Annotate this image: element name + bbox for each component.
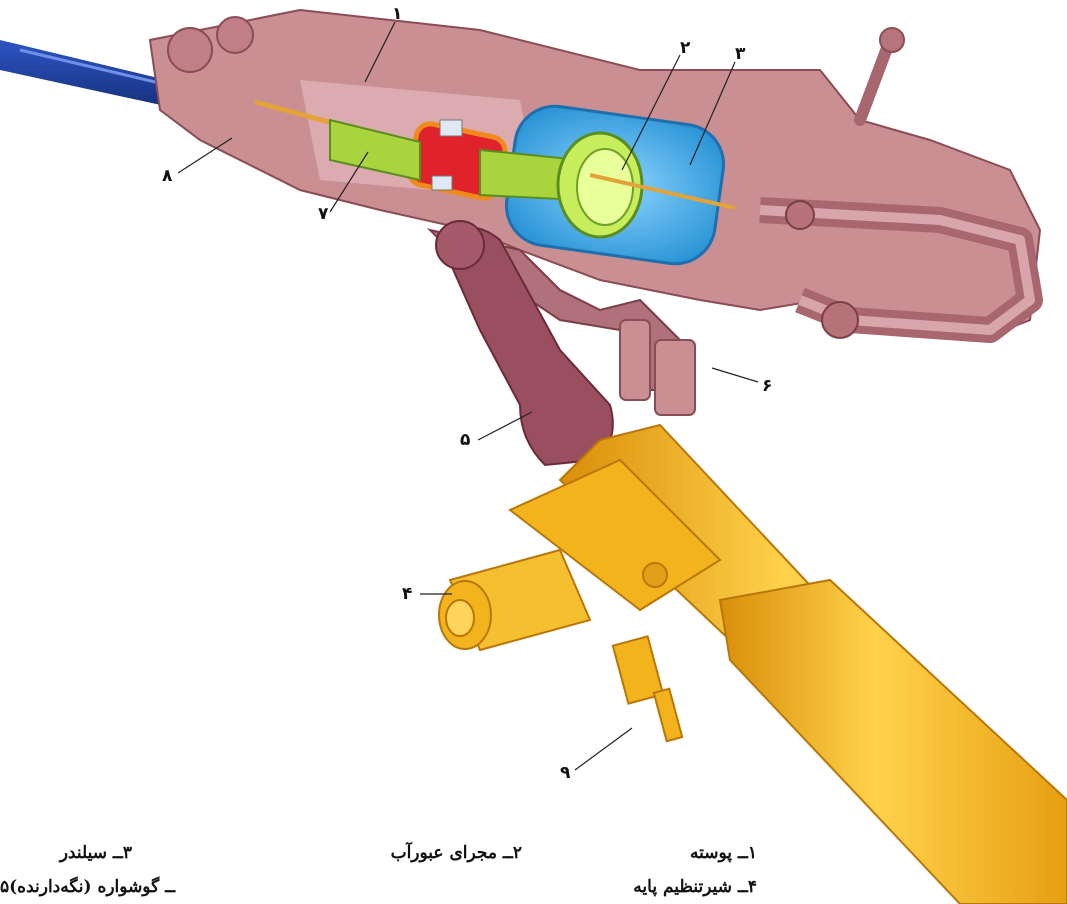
callout-2: ۲ [680,40,690,57]
caption-2: ۲ــ مجرای عبورآب [391,843,522,863]
callout-6: ۶ [762,378,772,395]
callout-4: ۴ [402,586,412,603]
valve-body [439,550,590,650]
callout-3: ۳ [735,46,745,63]
leader-9 [575,728,632,770]
caption-1: ۱ــ پوسته [690,843,757,863]
caption-5: ۵ــ گوشواره (نگه‌دارنده) [0,877,175,897]
callout-1: ۱ [392,6,402,23]
caption-3: ۳ــ سیلندر [60,843,132,863]
leader-6 [712,368,758,382]
callout-8: ۸ [162,168,172,185]
callout-5: ۵ [460,432,470,449]
callout-7: ۷ [318,206,328,223]
air-leg [439,425,1067,904]
callout-9: ۹ [560,765,570,782]
caption-4: ۴ــ شیرتنظیم پایه [633,877,757,897]
